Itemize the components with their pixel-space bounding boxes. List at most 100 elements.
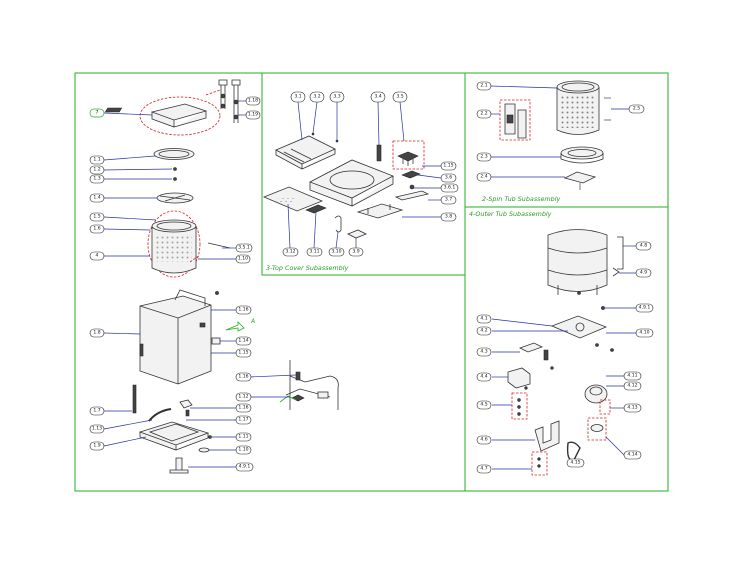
- svg-text:3.7: 3.7: [445, 197, 452, 203]
- svg-text:4.1: 4.1: [480, 316, 487, 322]
- cabinet-assembly: A: [103, 289, 339, 474]
- callout-4: 4: [89, 251, 105, 261]
- svg-text:3.12: 3.12: [285, 249, 295, 255]
- svg-text:1.13: 1.13: [92, 426, 102, 432]
- svg-text:1.10: 1.10: [238, 256, 248, 262]
- pulley-group-box: [587, 417, 607, 441]
- svg-text:4.3: 4.3: [480, 349, 487, 355]
- callout-1-15: 1.15: [235, 348, 252, 358]
- svg-text:7: 7: [96, 110, 99, 116]
- callout-1-11: 1.11: [235, 432, 252, 442]
- callout-1-6: 1.6: [89, 224, 105, 234]
- callout-3-10: 3.10: [328, 247, 345, 257]
- callout-1-14: 1.14: [235, 336, 252, 346]
- callout-3-9: 3.9: [348, 247, 364, 257]
- svg-text:3.3: 3.3: [333, 94, 340, 100]
- top-cover-panel: [261, 72, 466, 276]
- callout-4-13: 4.13: [623, 403, 642, 413]
- callout-4-1: 4.1: [476, 314, 492, 324]
- outer-tub-subassembly: [491, 229, 636, 476]
- callout-1-1: 1.1: [89, 155, 105, 165]
- svg-text:1.18: 1.18: [248, 98, 258, 104]
- svg-text:3.6.1: 3.6.1: [444, 185, 456, 191]
- callout-1-16-a: 1.16: [235, 305, 252, 315]
- svg-text:3.1: 3.1: [294, 94, 301, 100]
- callout-3-8: 3.8: [440, 212, 457, 222]
- callout-1-16-b: 1.16: [235, 372, 252, 382]
- callout-4-4: 4.4: [476, 372, 492, 382]
- svg-text:1.16: 1.16: [238, 374, 248, 380]
- svg-text:1.6: 1.6: [93, 226, 100, 232]
- callout-1-12: 1.12: [235, 392, 252, 402]
- svg-text:2.5: 2.5: [633, 106, 640, 112]
- upper-left-assembly: [103, 79, 246, 278]
- svg-text:4.15: 4.15: [570, 460, 580, 466]
- callout-1-4: 1.4: [89, 193, 105, 203]
- callout-1-8: 1.8: [89, 328, 105, 338]
- hinge-part: [356, 203, 404, 219]
- latch-part: [347, 229, 367, 239]
- callout-2-3: 2.3: [476, 152, 492, 162]
- callout-4-3: 4.3: [476, 347, 492, 357]
- callout-3-3: 3.3: [329, 91, 345, 103]
- svg-text:4.2: 4.2: [480, 328, 487, 334]
- callout-4-9-1-b: 4.9.1: [235, 462, 254, 472]
- rear-bracket-part: [394, 190, 430, 201]
- control-panel-display: [104, 107, 123, 113]
- callout-2-2: 2.2: [476, 109, 492, 119]
- callout-3-4: 3.4: [370, 91, 386, 103]
- callout-2-5: 2.5: [628, 104, 645, 114]
- callout-1-2: 1.2: [89, 165, 105, 175]
- callout-1-5: 1.5: [89, 212, 105, 222]
- callout-1-7: 1.7: [89, 406, 105, 416]
- callout-1-10-b: 1.10: [235, 445, 252, 455]
- svg-text:4.13: 4.13: [627, 405, 637, 411]
- callout-4-14: 4.14: [623, 450, 642, 460]
- control-panel-part: [150, 103, 208, 128]
- svg-text:4.10: 4.10: [639, 330, 649, 336]
- svg-text:4.14: 4.14: [627, 452, 637, 458]
- callout-1-19: 1.19: [245, 110, 261, 120]
- callout-1-13: 1.13: [89, 424, 105, 434]
- svg-text:3.11: 3.11: [309, 249, 319, 255]
- svg-text:2.2: 2.2: [480, 111, 487, 117]
- lid-part: [275, 135, 336, 170]
- svg-text:1.7: 1.7: [93, 408, 100, 414]
- callout-1-15-top: 1.15: [440, 161, 457, 171]
- svg-text:1.11: 1.11: [238, 434, 248, 440]
- svg-text:1.17: 1.17: [238, 417, 248, 423]
- svg-text:1.2: 1.2: [93, 167, 100, 173]
- callout-4-9: 4.9: [635, 268, 652, 278]
- leader-7: [103, 112, 153, 116]
- svg-text:1.12: 1.12: [238, 394, 248, 400]
- top-cover-caption: 3-Top Cover Subassembly: [266, 264, 348, 272]
- diagram-frames: [74, 72, 669, 492]
- callout-4-9-1: 4.9.1: [635, 303, 654, 313]
- svg-text:4.11: 4.11: [627, 373, 637, 379]
- motor-mount-plate-part: [550, 315, 608, 339]
- callout-4-8: 4.8: [635, 241, 652, 251]
- callout-3-2: 3.2: [309, 91, 325, 103]
- svg-text:3.4: 3.4: [374, 94, 381, 100]
- callout-3-6: 3.6: [440, 173, 457, 183]
- svg-text:4.7: 4.7: [480, 466, 487, 472]
- svg-text:2.3: 2.3: [480, 154, 487, 160]
- base-frame-part: [138, 421, 210, 451]
- callout-2-1: 2.1: [476, 81, 492, 91]
- fastener-group-box-4-7: [531, 451, 548, 476]
- svg-text:1.1: 1.1: [93, 157, 100, 163]
- callout-3-1: 3.1: [290, 91, 306, 103]
- svg-text:3.5.1: 3.5.1: [238, 245, 250, 251]
- callout-4-12: 4.12: [623, 381, 642, 391]
- callout-3-5-1: 3.5.1: [235, 243, 253, 253]
- svg-text:4.9.1: 4.9.1: [239, 464, 251, 470]
- balancer-group-box: [499, 99, 531, 141]
- control-panel-group-ring: [139, 96, 221, 136]
- top-cover-frame-part: [309, 159, 394, 207]
- callout-labels: 7 1.18 1.19 1.1 1.2 1.3 1.4 1.5 1.6 4 3.…: [89, 81, 654, 474]
- callout-4-7: 4.7: [476, 464, 492, 474]
- callout-4-2: 4.2: [476, 326, 492, 336]
- svg-text:1.10: 1.10: [238, 447, 248, 453]
- svg-text:3.2: 3.2: [313, 94, 320, 100]
- svg-text:4.5: 4.5: [480, 402, 487, 408]
